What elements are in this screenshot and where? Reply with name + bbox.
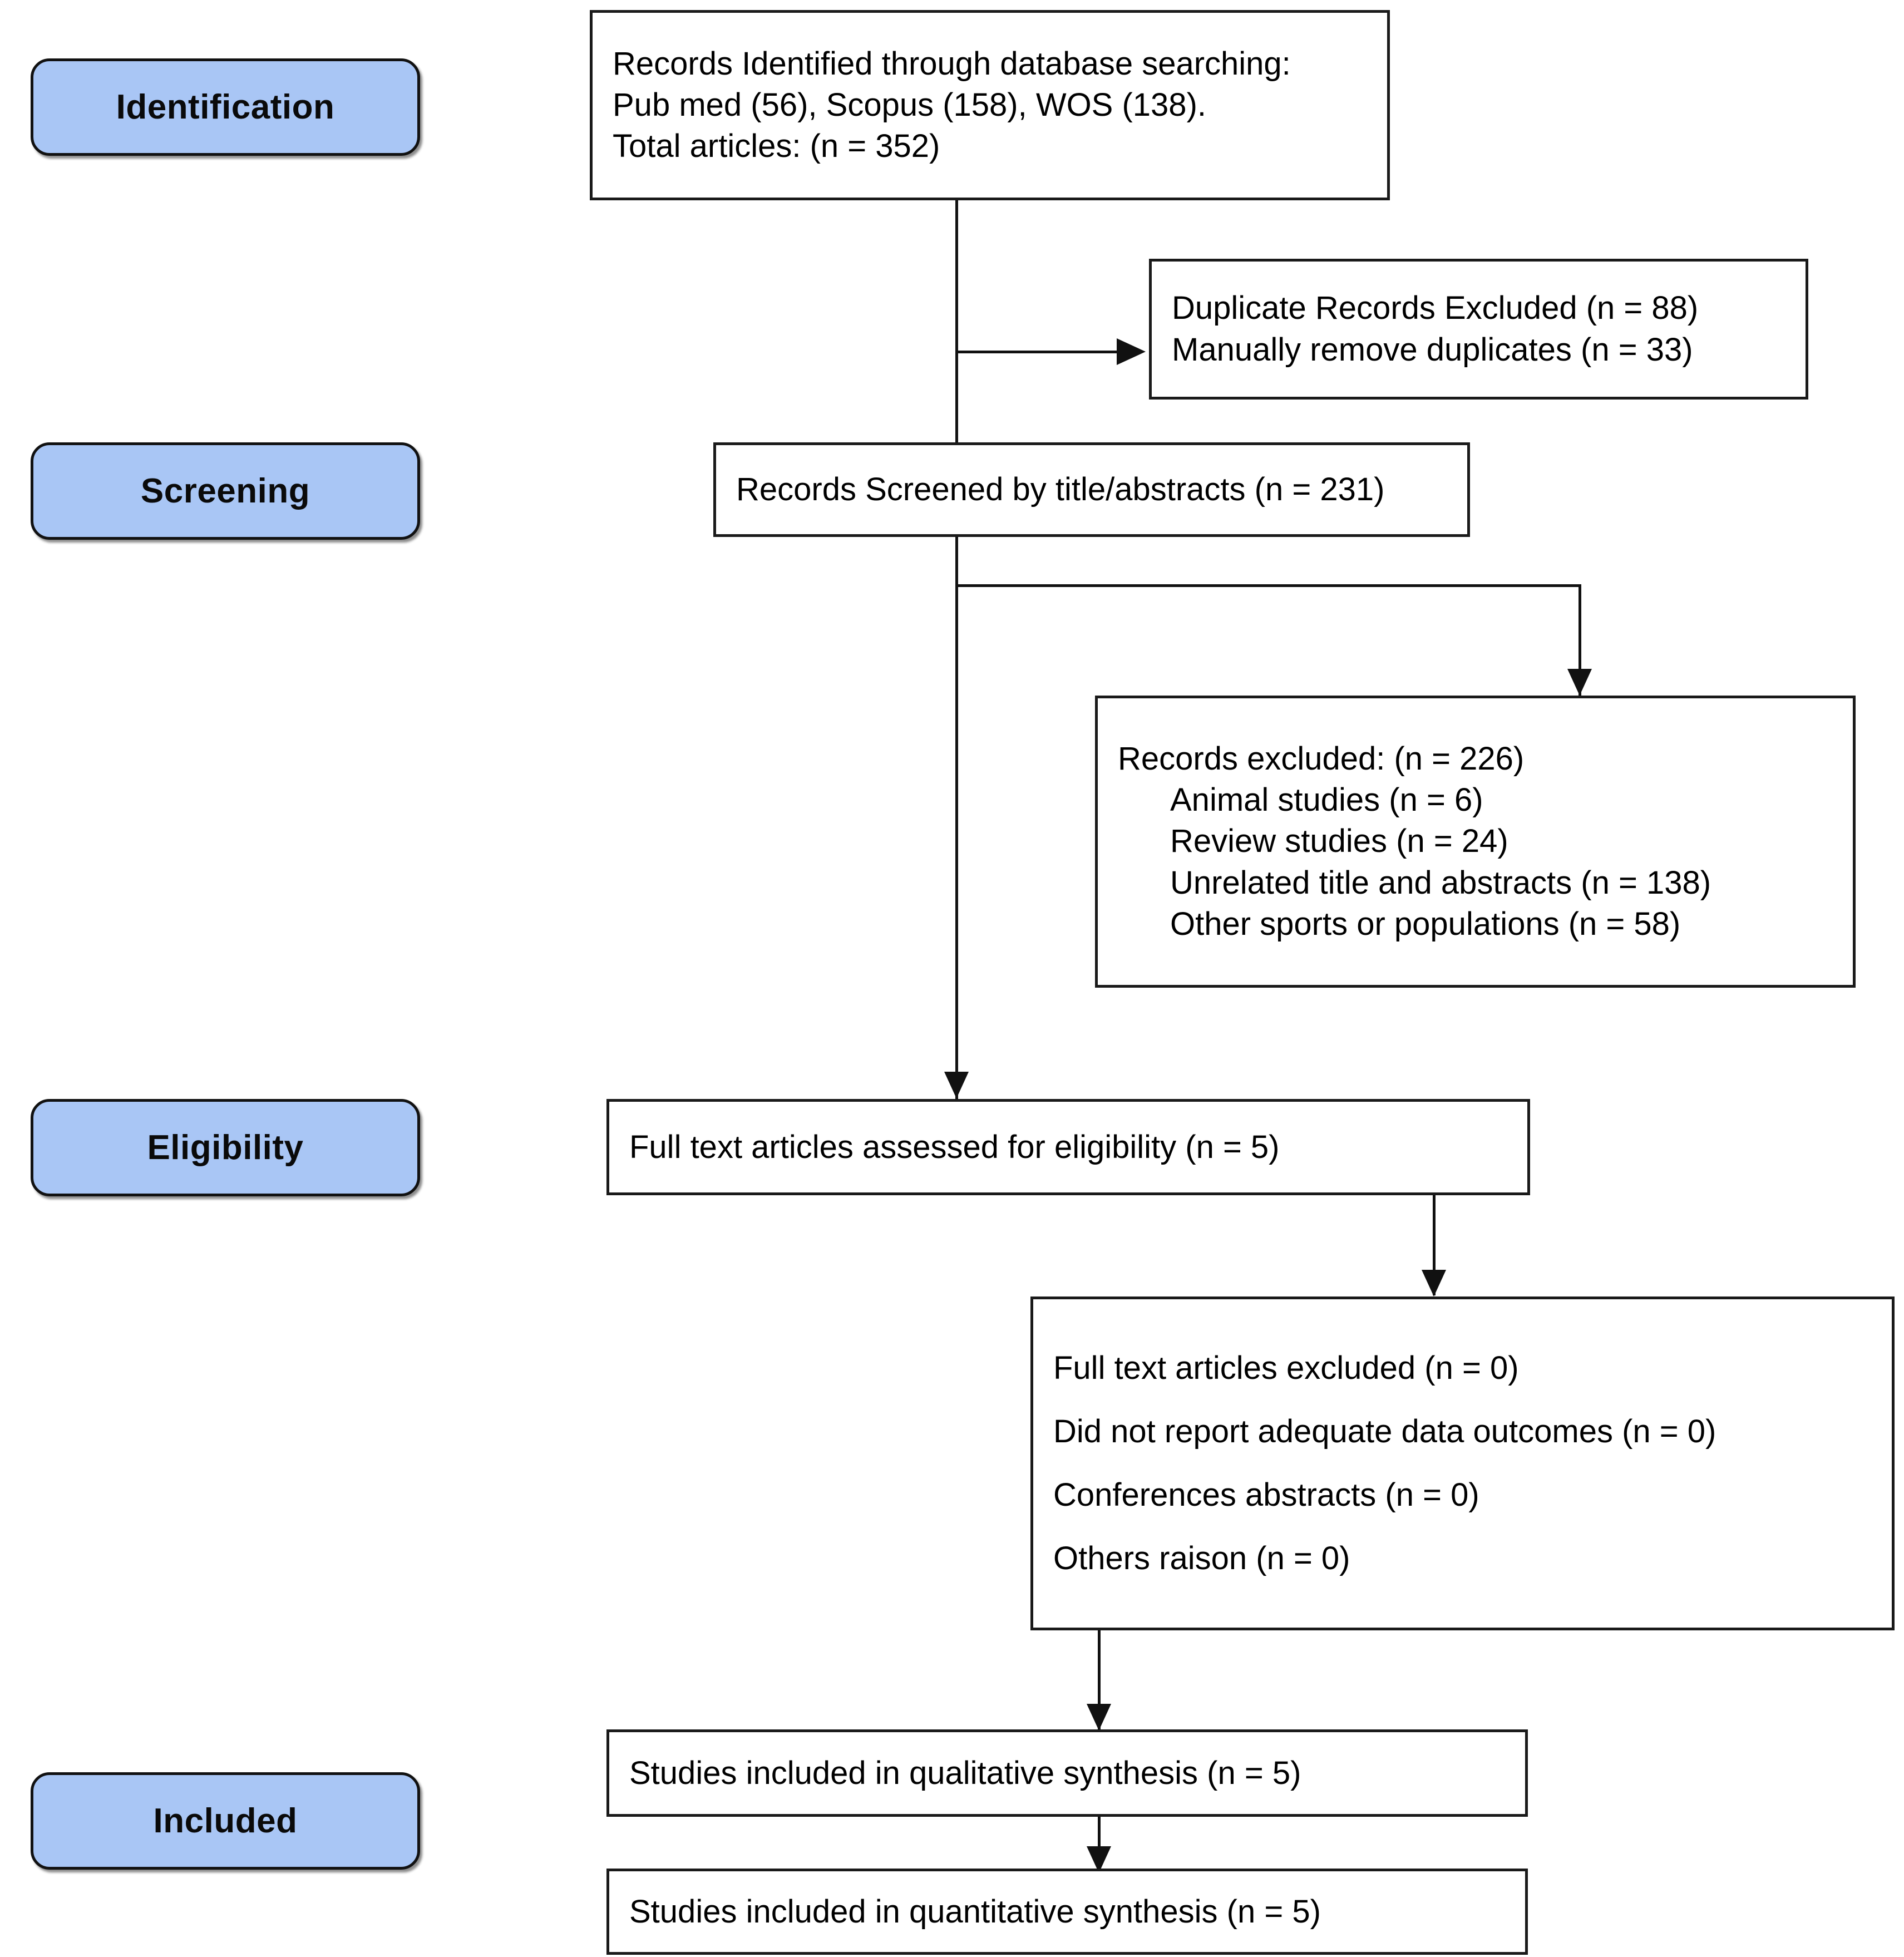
stage-pill-identification: Identification xyxy=(31,58,420,156)
arrowhead-to-qualitative xyxy=(1087,1704,1111,1731)
records-excluded-line-5: Other sports or populations (n = 58) xyxy=(1170,905,1681,942)
arrowhead-to-records-excluded xyxy=(1567,669,1592,696)
connector-screening-elbow-horizontal xyxy=(955,584,1581,587)
quantitative-synthesis-line-1: Studies included in quantitative synthes… xyxy=(629,1893,1321,1930)
records-identified-line-1: Records Identified through database sear… xyxy=(613,45,1291,82)
connector-screening-elbow-vertical xyxy=(1579,584,1581,696)
full-text-assessed-line-1: Full text articles assessed for eligibil… xyxy=(629,1128,1280,1165)
stage-label-included: Included xyxy=(153,1801,298,1840)
connector-branch-to-duplicates xyxy=(955,351,1117,353)
connector-eligibility-to-full-text-excluded xyxy=(1433,1195,1436,1295)
arrowhead-to-duplicates xyxy=(1117,338,1146,365)
box-qualitative-synthesis: Studies included in qualitative synthesi… xyxy=(606,1729,1528,1817)
stage-label-eligibility: Eligibility xyxy=(147,1128,304,1167)
records-excluded-line-2: Animal studies (n = 6) xyxy=(1170,782,1483,819)
box-full-text-excluded: Full text articles excluded (n = 0) Did … xyxy=(1030,1297,1895,1630)
connector-full-text-excluded-to-qualitative xyxy=(1098,1630,1101,1731)
box-records-screened: Records Screened by title/abstracts (n =… xyxy=(713,442,1470,537)
arrowhead-to-eligibility xyxy=(944,1072,969,1098)
full-text-excluded-line-2: Did not report adequate data outcomes (n… xyxy=(1053,1413,1716,1450)
box-quantitative-synthesis: Studies included in quantitative synthes… xyxy=(606,1869,1528,1955)
full-text-excluded-line-3: Conferences abstracts (n = 0) xyxy=(1053,1477,1479,1513)
box-records-identified: Records Identified through database sear… xyxy=(590,10,1390,200)
records-excluded-line-1: Records excluded: (n = 226) xyxy=(1118,740,1525,777)
records-identified-line-3: Total articles: (n = 352) xyxy=(613,128,940,165)
duplicates-excluded-line-2: Manually remove duplicates (n = 33) xyxy=(1172,331,1693,368)
records-excluded-line-3: Review studies (n = 24) xyxy=(1170,823,1508,860)
connector-screening-to-eligibility xyxy=(955,536,958,1099)
stage-pill-screening: Screening xyxy=(31,442,420,540)
duplicates-excluded-line-1: Duplicate Records Excluded (n = 88) xyxy=(1172,290,1699,327)
records-excluded-line-4: Unrelated title and abstracts (n = 138) xyxy=(1170,864,1711,901)
full-text-excluded-line-4: Others raison (n = 0) xyxy=(1053,1540,1350,1576)
stage-label-identification: Identification xyxy=(116,87,335,126)
stage-label-screening: Screening xyxy=(140,471,310,510)
stage-pill-included: Included xyxy=(31,1772,420,1870)
box-records-excluded: Records excluded: (n = 226) Animal studi… xyxy=(1095,696,1856,988)
records-screened-line-1: Records Screened by title/abstracts (n =… xyxy=(736,471,1385,508)
box-duplicates-excluded: Duplicate Records Excluded (n = 88) Manu… xyxy=(1149,259,1808,400)
full-text-excluded-line-1: Full text articles excluded (n = 0) xyxy=(1053,1350,1519,1386)
connector-identification-to-screening xyxy=(955,199,958,444)
records-identified-line-2: Pub med (56), Scopus (158), WOS (138). xyxy=(613,86,1206,123)
stage-pill-eligibility: Eligibility xyxy=(31,1099,420,1196)
arrowhead-to-full-text-excluded xyxy=(1422,1270,1446,1297)
qualitative-synthesis-line-1: Studies included in qualitative synthesi… xyxy=(629,1754,1301,1791)
connector-qualitative-to-quantitative xyxy=(1098,1815,1101,1865)
box-full-text-assessed: Full text articles assessed for eligibil… xyxy=(606,1099,1530,1195)
